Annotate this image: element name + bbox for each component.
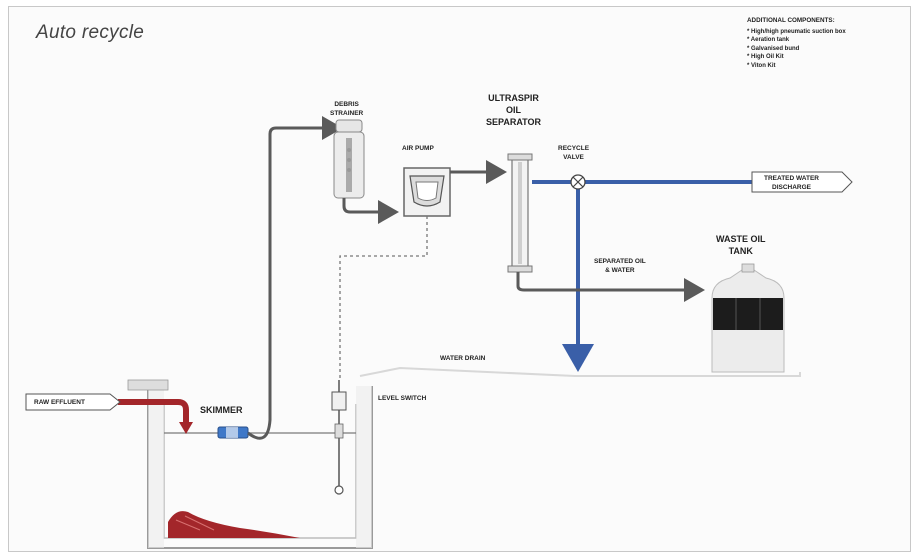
debris-strainer-label: DEBRIS STRAINER (330, 101, 364, 117)
sump-tank (147, 386, 373, 549)
level-switch (331, 380, 347, 495)
separator-column (507, 153, 533, 273)
waste-oil-tank-label: WASTE OIL TANK (716, 234, 766, 256)
strainer-to-pump-pipe (342, 198, 399, 224)
air-pump (403, 167, 451, 217)
additional-components-heading: ADDITIONAL COMPONENTS: (747, 17, 835, 24)
separated-oil-label: SEPARATED OIL & WATER (594, 258, 646, 274)
treated-water-label: TREATED WATER DISCHARGE (764, 175, 820, 191)
sludge (168, 511, 300, 538)
debris-strainer (333, 119, 365, 199)
water-drain-label: WATER DRAIN (440, 355, 486, 362)
water-drain-line (359, 366, 801, 377)
additional-item: * Aeration tank (747, 37, 790, 44)
raw-effluent-pipe (118, 399, 189, 428)
raw-effluent-label: RAW EFFLUENT (34, 399, 85, 406)
oil-water-line (516, 272, 705, 302)
waste-oil-tank (711, 263, 785, 373)
recycle-valve (570, 174, 586, 190)
recycle-valve-label: RECYCLE VALVE (558, 145, 590, 161)
air-line-dashed (339, 216, 428, 378)
additional-item: * High Oil Kit (747, 54, 784, 61)
additional-item: * High/high pneumatic suction box (747, 28, 846, 35)
page-title: Auto recycle (36, 22, 145, 43)
raw-effluent-box (25, 393, 121, 411)
separator-label: ULTRASPIR OIL SEPARATOR (486, 93, 542, 127)
additional-item: * Galvanised bund (747, 45, 800, 52)
additional-components-box: ADDITIONAL COMPONENTS: * High/high pneum… (747, 17, 846, 71)
additional-item: * Viton Kit (747, 62, 776, 69)
air-pump-label: AIR PUMP (402, 145, 434, 152)
suction-pipe (247, 116, 343, 440)
treated-water-box (751, 171, 853, 193)
skimmer-label: SKIMMER (200, 405, 243, 415)
skimmer-float (217, 426, 249, 439)
level-switch-label: LEVEL SWITCH (378, 395, 427, 402)
